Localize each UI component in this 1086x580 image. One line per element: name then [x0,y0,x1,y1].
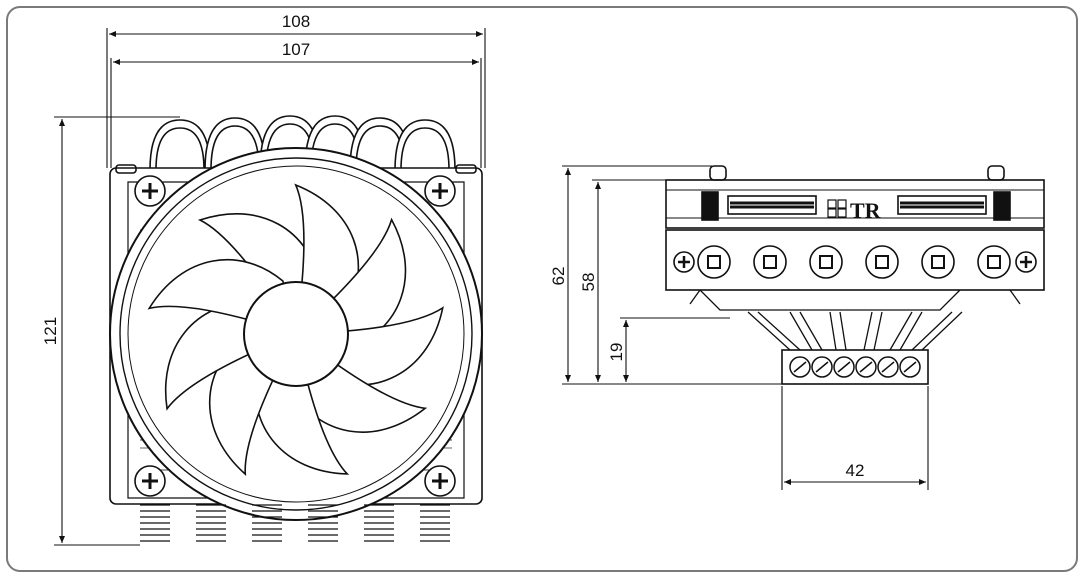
dim-width-inner: 107 [282,40,310,59]
base-pipe-ends [789,356,921,378]
dim-height-body: 58 [579,273,598,292]
fan-hub [243,281,349,387]
dim-height-base: 19 [607,343,626,362]
front-view [109,115,483,542]
fan-blades [147,183,444,477]
side-dimensions [562,165,929,490]
dim-width-outer: 108 [282,12,310,31]
dim-base-width: 42 [846,461,865,480]
logo-text: TR [850,198,882,223]
dim-height-front: 121 [41,317,60,345]
heatpipe-feet [140,504,450,542]
side-heatpipes [747,311,963,351]
corner-screws [134,175,456,497]
front-dimensions [54,28,486,546]
dim-height-total: 62 [549,267,568,286]
heatpipe-ends [697,245,1011,279]
tr-logo [827,199,847,218]
side-view [665,165,1045,385]
